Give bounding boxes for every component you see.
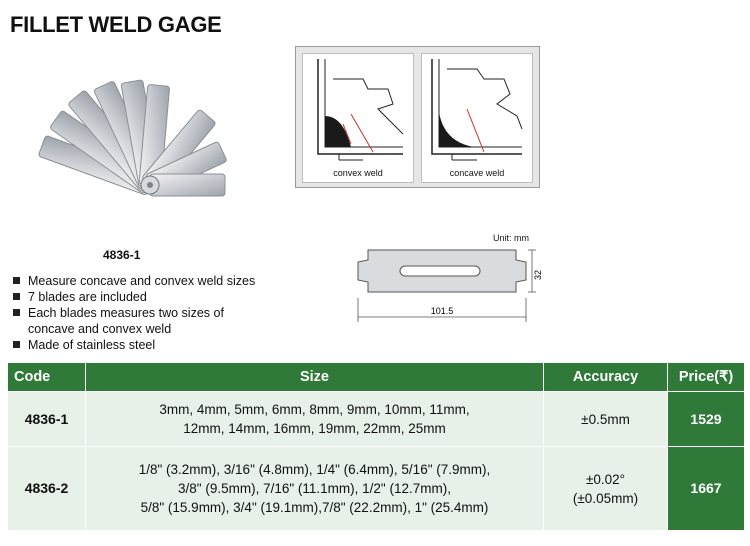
spec-table: Code Size Accuracy Price(₹) 4836-1 3mm, …: [7, 362, 745, 531]
code-header: Code: [7, 362, 86, 392]
convex-weld-caption: convex weld: [333, 168, 383, 178]
code-cell: 4836-2: [7, 446, 86, 531]
feature-item: Each blades measures two sizes of: [12, 305, 255, 321]
feature-item: Measure concave and convex weld sizes: [12, 273, 255, 289]
bullet-icon: [13, 309, 20, 316]
width-dimension: 101.5: [431, 306, 454, 316]
product-photo: [38, 79, 227, 197]
unit-label: Unit: mm: [493, 233, 529, 243]
table-row: 4836-2 1/8" (3.2mm), 3/16" (4.8mm), 1/4"…: [7, 446, 745, 531]
feature-item: 7 blades are included: [12, 289, 255, 305]
price-header: Price(₹): [667, 362, 745, 392]
convex-weld-panel: convex weld: [302, 53, 414, 183]
table-row: 4836-1 3mm, 4mm, 5mm, 6mm, 8mm, 9mm, 10m…: [7, 391, 745, 447]
concave-weld-panel: concave weld: [421, 53, 533, 183]
accuracy-header: Accuracy: [543, 362, 668, 392]
accuracy-cell: ±0.5mm: [543, 391, 668, 447]
dimension-drawing: 32 101.5: [357, 249, 543, 322]
weld-diagrams: convex weld concave weld: [295, 46, 540, 188]
size-cell: 1/8" (3.2mm), 3/16" (4.8mm), 1/4" (6.4mm…: [85, 446, 544, 531]
accuracy-cell: ±0.02° (±0.05mm): [543, 446, 668, 531]
bullet-icon: [13, 277, 20, 284]
concave-weld-drawing: [431, 59, 523, 161]
height-dimension: 32: [533, 270, 543, 280]
convex-weld-drawing: [317, 59, 404, 161]
code-cell: 4836-1: [7, 391, 86, 447]
feature-item-continued: concave and convex weld: [28, 322, 172, 336]
price-cell: 1667: [667, 446, 745, 531]
price-cell: 1529: [667, 391, 745, 447]
bullet-icon: [13, 293, 20, 300]
page-title: FILLET WELD GAGE: [10, 12, 222, 37]
size-cell: 3mm, 4mm, 5mm, 6mm, 8mm, 9mm, 10mm, 11mm…: [85, 391, 544, 447]
bullet-icon: [13, 341, 20, 348]
concave-weld-caption: concave weld: [449, 168, 505, 178]
gauge-blade: [149, 173, 226, 197]
size-header: Size: [85, 362, 544, 392]
feature-list: Measure concave and convex weld sizes 7 …: [12, 273, 255, 353]
model-caption: 4836-1: [103, 248, 141, 262]
feature-item: Made of stainless steel: [12, 337, 255, 353]
